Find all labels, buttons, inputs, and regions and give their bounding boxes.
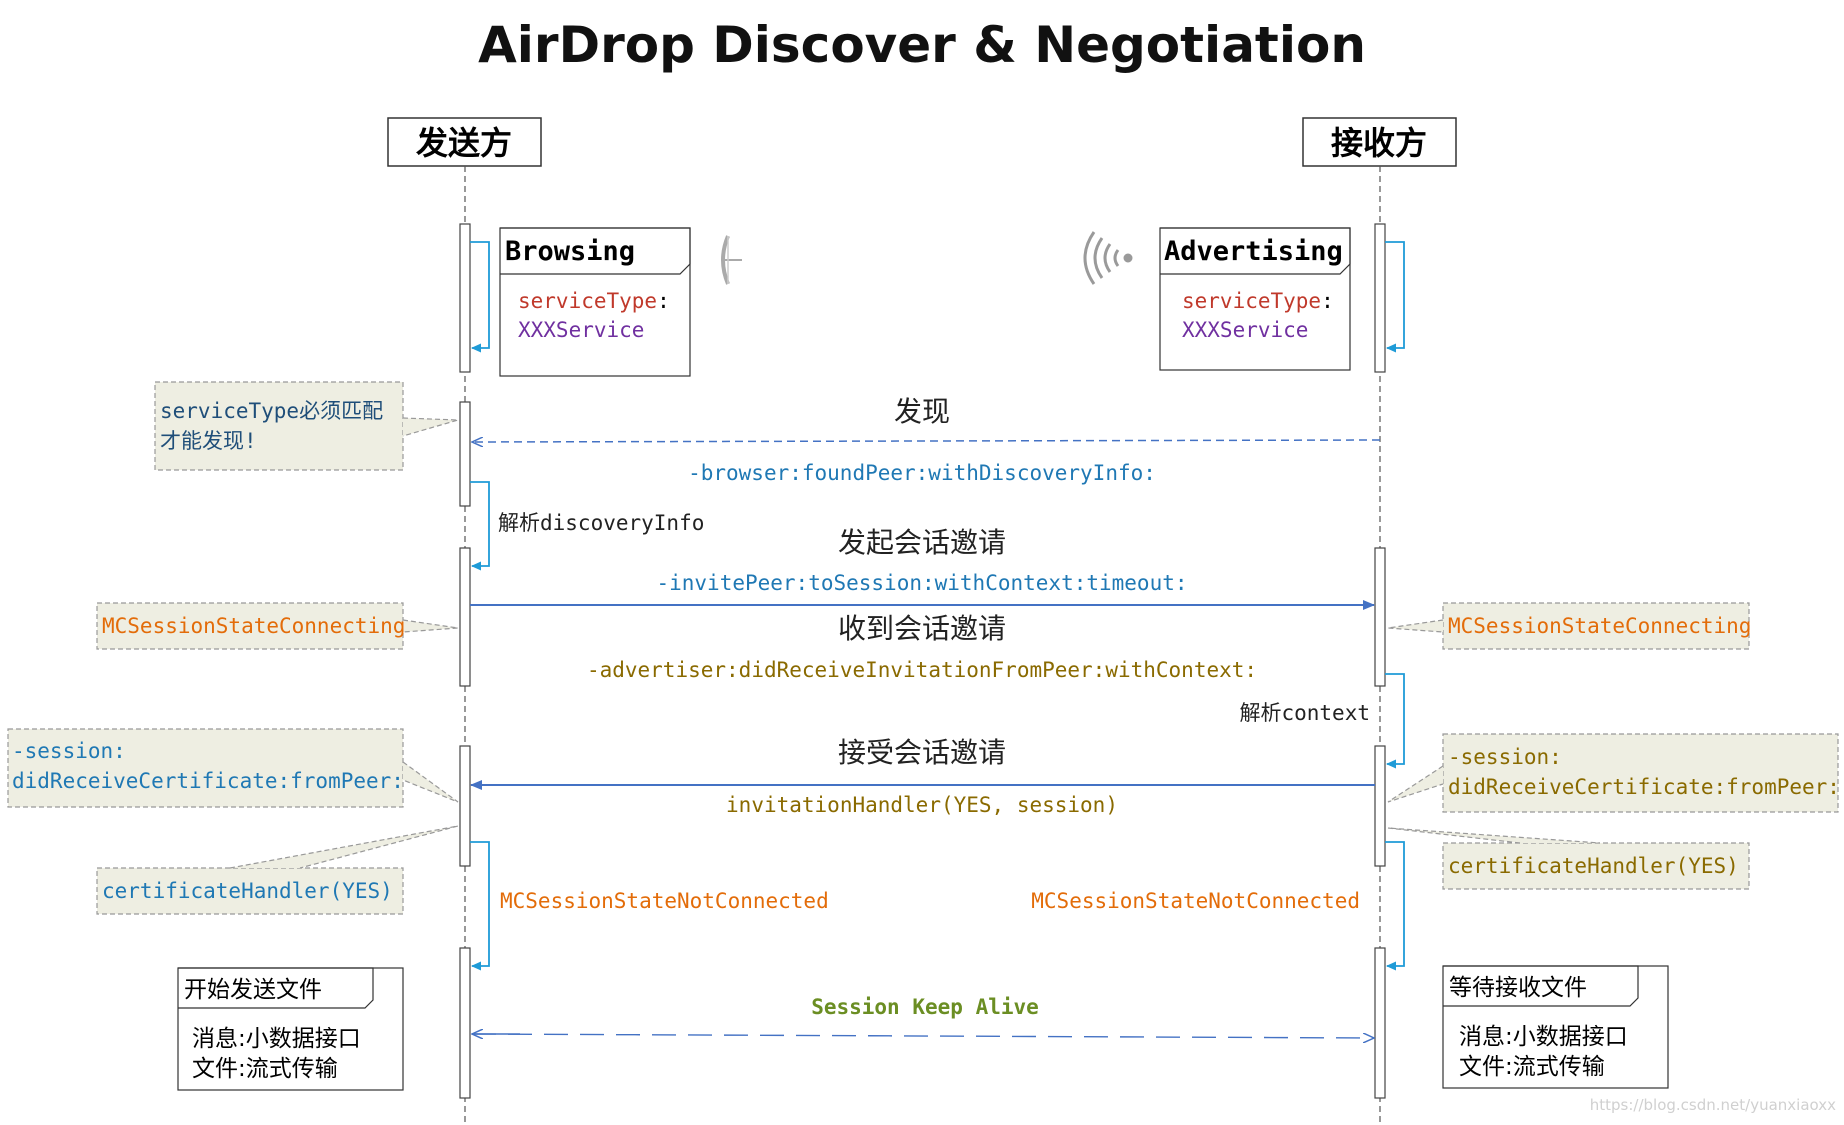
msg-parse-info: 解析discoveryInfo	[498, 511, 704, 535]
self-call-parse-info	[470, 481, 490, 571]
broadcast-waves-icon	[1083, 231, 1133, 285]
participant-sender-label: 发送方	[416, 124, 512, 162]
antenna-icon	[721, 235, 742, 285]
diagram-title: AirDrop Discover & Negotiation	[478, 16, 1366, 74]
msg-discover-title: 发现	[894, 395, 950, 428]
browsing-service-key: serviceType	[518, 289, 657, 313]
msg-left-not-connected: MCSessionStateNotConnected	[500, 889, 829, 913]
participant-receiver: 接收方	[1302, 117, 1457, 167]
send-file-box-title: 开始发送文件	[184, 977, 322, 1003]
participant-sender: 发送方	[387, 117, 542, 167]
note-left-certificate: -session: didReceiveCertificate:fromPeer…	[7, 728, 459, 808]
note-right-cert-handler-text: certificateHandler(YES)	[1448, 854, 1739, 878]
note-left-connecting-text: MCSessionStateConnecting	[102, 614, 405, 638]
msg-accept-method: invitationHandler(YES, session)	[726, 793, 1118, 817]
note-left-certificate-line2: didReceiveCertificate:fromPeer:	[12, 769, 404, 793]
sender-activation-1	[459, 223, 471, 373]
browsing-service-value: XXXService	[518, 318, 644, 342]
receiver-activation-4	[1374, 947, 1386, 1099]
self-call-receiver-notconnected	[1385, 841, 1405, 971]
sender-activation-3	[459, 547, 471, 687]
msg-discover-method: -browser:foundPeer:withDiscoveryInfo:	[688, 461, 1156, 485]
msg-parse-context: 解析context	[1239, 701, 1370, 725]
note-left-connecting: MCSessionStateConnecting	[96, 602, 459, 650]
advertising-box: Advertising serviceType: XXXService	[1159, 227, 1351, 371]
msg-keep-alive: Session Keep Alive	[811, 995, 1039, 1019]
msg-right-not-connected: MCSessionStateNotConnected	[1031, 889, 1360, 913]
receive-file-box-line1: 消息:小数据接口	[1459, 1024, 1628, 1050]
send-file-box: 开始发送文件 消息:小数据接口 文件:流式传输	[177, 967, 404, 1091]
note-right-connecting: MCSessionStateConnecting	[1387, 602, 1751, 650]
receiver-activation-2	[1374, 547, 1386, 687]
sender-activation-5	[459, 947, 471, 1099]
note-right-certificate: -session: didReceiveCertificate:fromPeer…	[1387, 733, 1840, 813]
note-service-match-line1: serviceType必须匹配	[160, 399, 383, 423]
note-service-match-line2: 才能发现!	[160, 429, 257, 453]
note-service-match: serviceType必须匹配 才能发现!	[154, 381, 459, 471]
note-right-cert-handler: certificateHandler(YES)	[1387, 827, 1750, 890]
sender-activation-2	[459, 401, 471, 507]
browsing-title: Browsing	[505, 236, 635, 267]
browsing-service-colon: :	[657, 289, 670, 313]
receiver-activation-1	[1374, 223, 1386, 373]
note-right-connecting-text: MCSessionStateConnecting	[1448, 614, 1751, 638]
send-file-box-line2: 文件:流式传输	[192, 1056, 338, 1082]
svg-text:serviceType:: serviceType:	[1182, 289, 1334, 313]
watermark: https://blog.csdn.net/yuanxiaoxx	[1590, 1096, 1836, 1114]
msg-invite-method: -invitePeer:toSession:withContext:timeou…	[656, 571, 1187, 595]
self-call-parse-context	[1385, 673, 1405, 769]
receiver-activation-3	[1374, 745, 1386, 867]
receive-file-box-line2: 文件:流式传输	[1459, 1054, 1605, 1080]
receive-file-box: 等待接收文件 消息:小数据接口 文件:流式传输	[1442, 965, 1669, 1089]
note-left-cert-handler: certificateHandler(YES)	[96, 825, 459, 915]
advertising-service-key: serviceType	[1182, 289, 1321, 313]
note-left-cert-handler-text: certificateHandler(YES)	[102, 879, 393, 903]
msg-accept-title: 接受会话邀请	[838, 736, 1006, 769]
participant-receiver-label: 接收方	[1331, 124, 1427, 162]
msg-keep-alive-arrow-right	[471, 1034, 1374, 1038]
note-left-certificate-line1: -session:	[12, 739, 126, 763]
msg-discover-arrow	[472, 440, 1381, 442]
self-call-advertising	[1385, 241, 1405, 353]
advertising-service-colon: :	[1321, 289, 1334, 313]
receive-file-box-title: 等待接收文件	[1449, 975, 1587, 1001]
advertising-title: Advertising	[1164, 236, 1343, 267]
browsing-box: Browsing serviceType: XXXService	[499, 227, 691, 377]
sender-activation-4	[459, 745, 471, 867]
self-call-browsing	[470, 241, 490, 353]
send-file-box-line1: 消息:小数据接口	[192, 1026, 361, 1052]
msg-invite-title: 发起会话邀请	[838, 526, 1006, 559]
svg-text:serviceType:: serviceType:	[518, 289, 670, 313]
self-call-sender-notconnected	[470, 841, 490, 971]
msg-received-title: 收到会话邀请	[838, 612, 1006, 645]
advertising-service-value: XXXService	[1182, 318, 1308, 342]
note-right-certificate-line2: didReceiveCertificate:fromPeer:	[1448, 775, 1840, 799]
note-right-certificate-line1: -session:	[1448, 745, 1562, 769]
msg-received-method: -advertiser:didReceiveInvitationFromPeer…	[587, 658, 1257, 682]
